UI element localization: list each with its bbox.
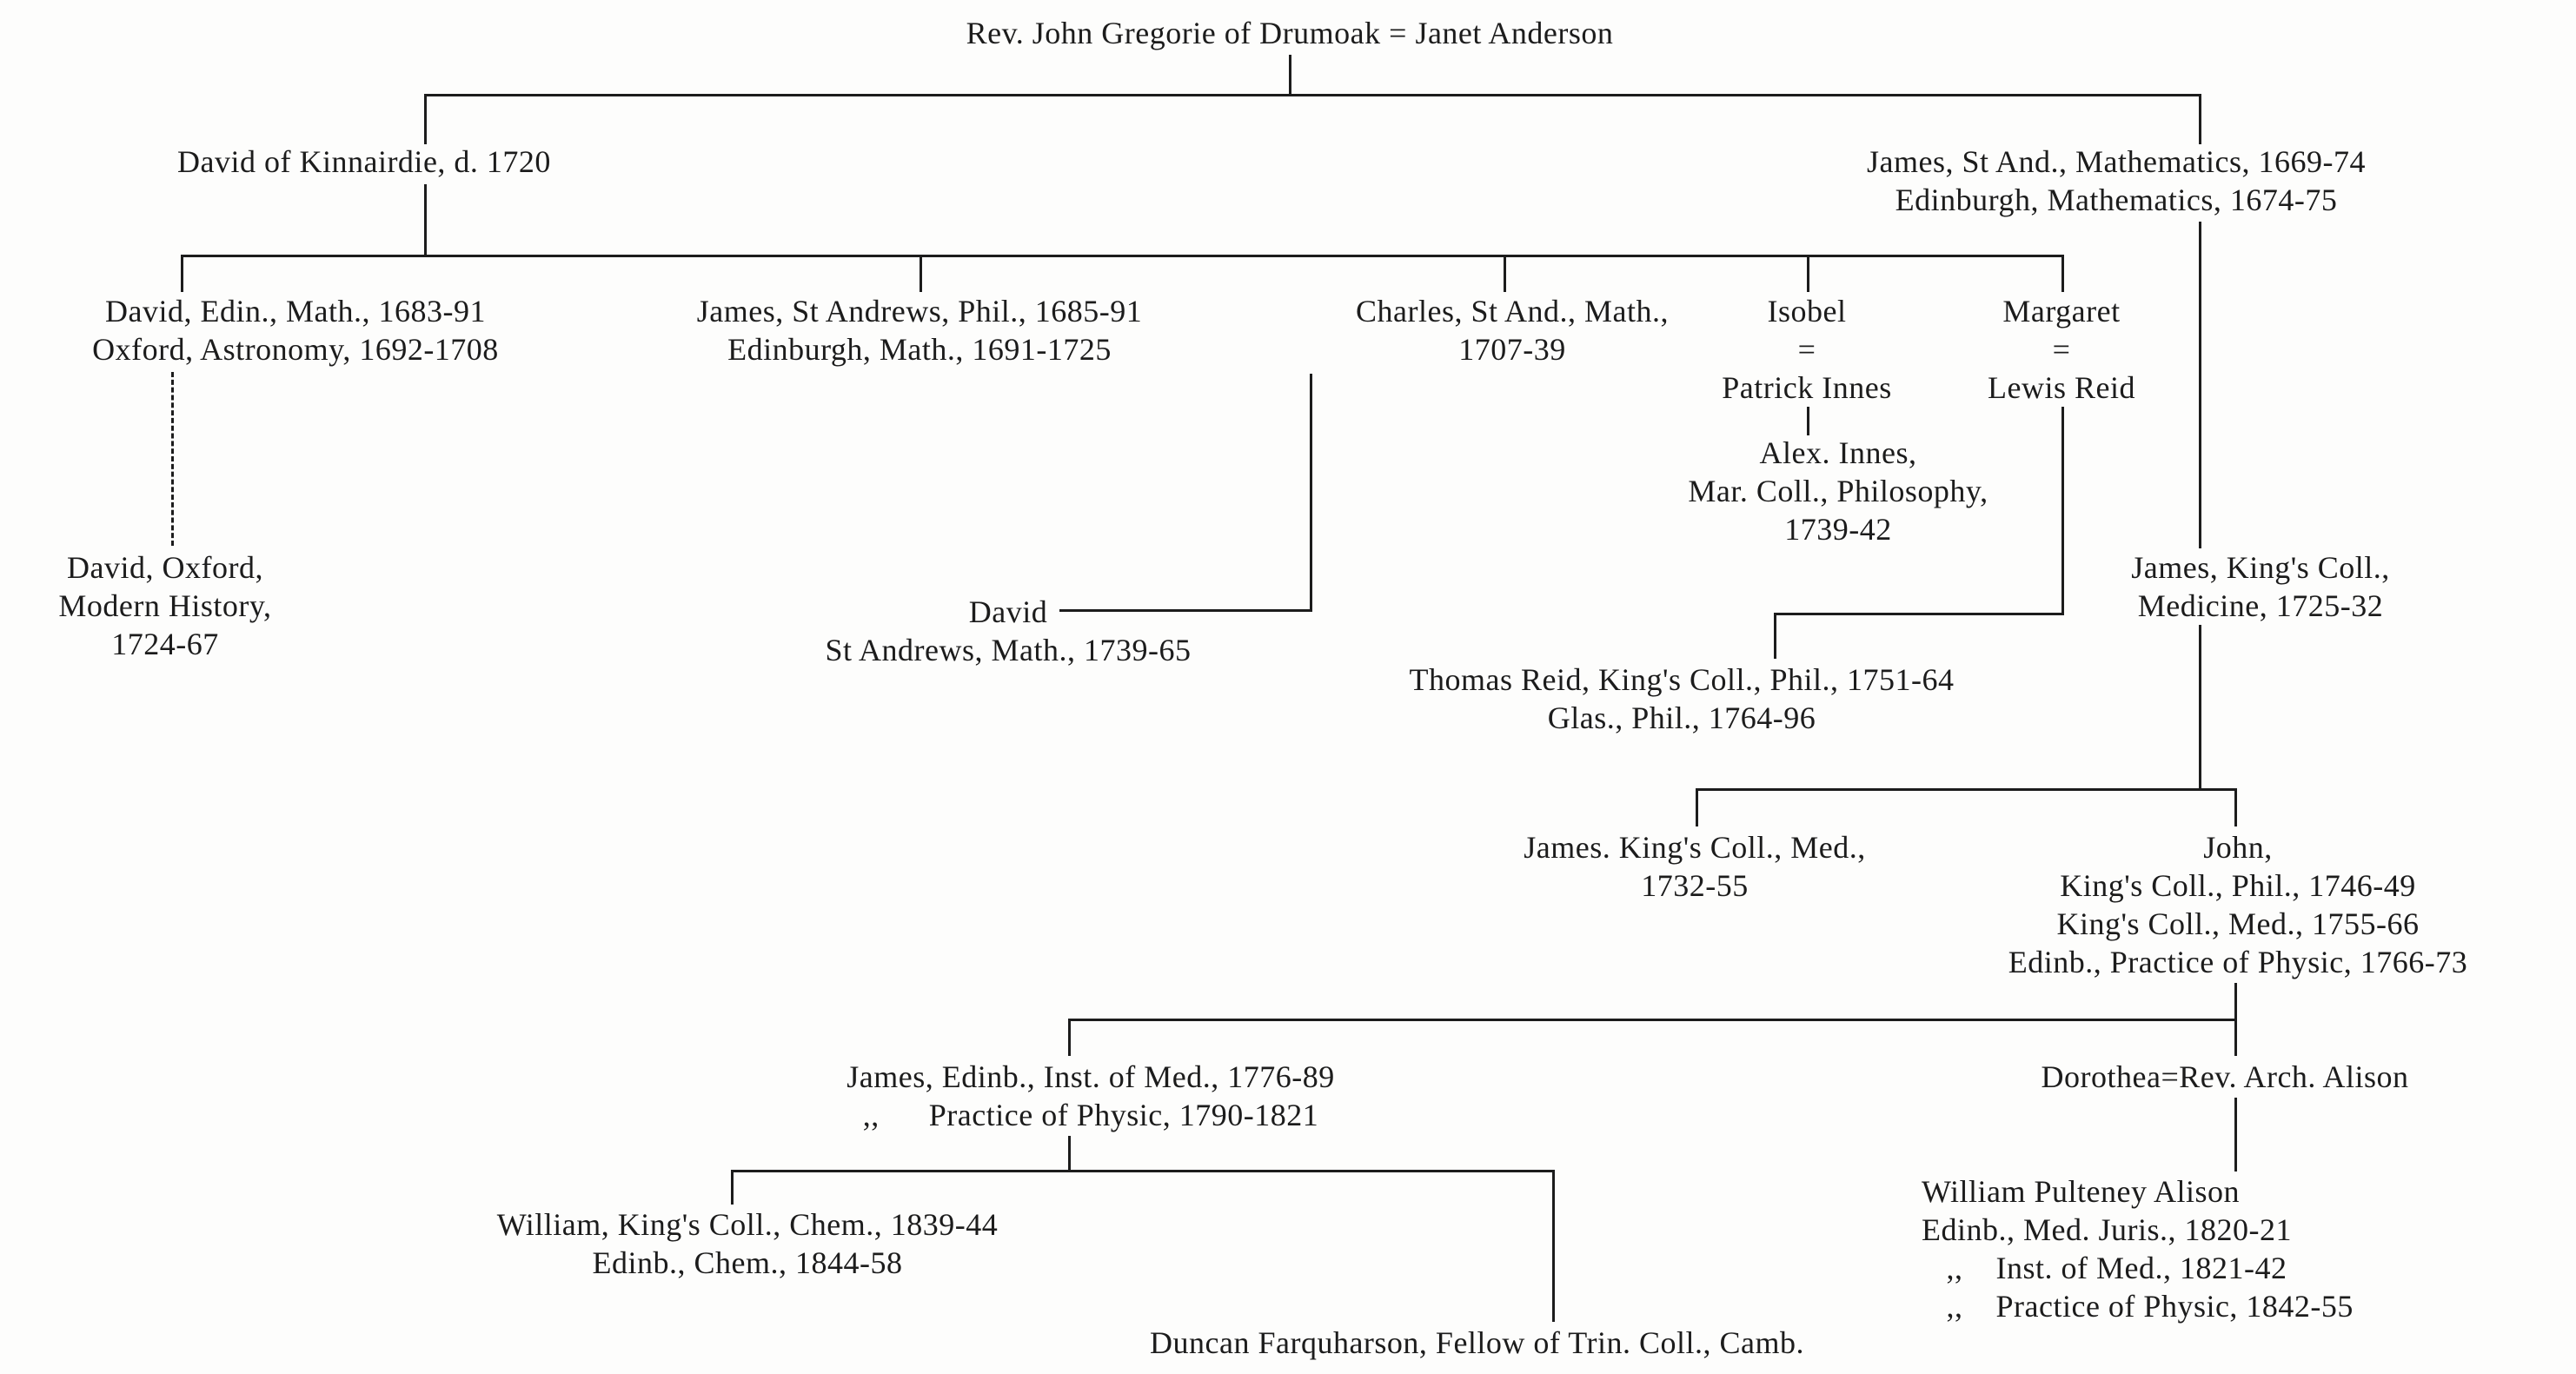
node-label: Edinb., Med. Juris., 1820-21: [1922, 1212, 2292, 1247]
connector-tick-james-edinb: [1068, 1019, 1071, 1056]
node-james-kings-medicine: James, King's Coll., Medicine, 1725-32: [2078, 548, 2443, 625]
node-label: Thomas Reid, King's Coll., Phil., 1751-6…: [1409, 662, 1955, 697]
connector-tick-duncan: [1552, 1170, 1555, 1322]
connector-tick-james-st-andrews: [920, 255, 922, 292]
node-label: Margaret: [2002, 294, 2121, 329]
node-label: James. King's Coll., Med.,: [1524, 830, 1866, 865]
node-james-edinb: James, Edinb., Inst. of Med., 1776-89 ,,…: [695, 1058, 1486, 1134]
connector-tick-david-edin: [181, 255, 183, 292]
connector-gen5-bar: [1068, 1019, 2237, 1021]
node-label: St Andrews, Math., 1739-65: [825, 633, 1192, 667]
connector-tick-charles: [1504, 255, 1506, 292]
node-label: King's Coll., Phil., 1746-49: [2060, 868, 2416, 903]
node-james-kings-med: James. King's Coll., Med., 1732-55: [1451, 828, 1938, 905]
node-label: Lewis Reid: [1988, 370, 2135, 405]
node-alex-innes: Alex. Innes, Mar. Coll., Philosophy, 173…: [1634, 434, 2042, 548]
node-james-st-andrews: James, St Andrews, Phil., 1685-91 Edinbu…: [624, 292, 1215, 368]
connector-drop-margaret: [2061, 407, 2064, 615]
node-label: Dorothea=Rev. Arch. Alison: [2041, 1059, 2409, 1094]
node-label: Glas., Phil., 1764-96: [1547, 700, 1816, 735]
node-label: James, Edinb., Inst. of Med., 1776-89: [846, 1059, 1335, 1094]
node-label: ,, Practice of Physic, 1842-55: [1922, 1289, 2354, 1324]
node-label: =: [1797, 332, 1816, 367]
node-label: William Pulteney Alison: [1922, 1174, 2241, 1209]
node-margaret: Margaret = Lewis Reid: [1931, 292, 2192, 407]
connector-drop-dorothea: [2234, 1098, 2237, 1172]
connector-drop-isobel: [1807, 407, 1809, 435]
connector-tick-john: [2234, 788, 2237, 826]
node-label: Mar. Coll., Philosophy,: [1688, 474, 1988, 508]
connector-gen6-bar: [731, 1170, 1555, 1172]
node-david-edin: David, Edin., Math., 1683-91 Oxford, Ast…: [35, 292, 556, 368]
node-william-pulteney-alison: William Pulteney Alison Edinb., Med. Jur…: [1922, 1172, 2495, 1325]
node-label: Medicine, 1725-32: [2137, 588, 2384, 623]
node-label: Oxford, Astronomy, 1692-1708: [92, 332, 499, 367]
connector-drop-david-edin-dashed: [171, 372, 174, 546]
node-label: James, King's Coll.,: [2131, 550, 2390, 585]
node-label: Modern History,: [58, 588, 272, 623]
connector-tick-margaret: [2061, 255, 2064, 292]
node-label: Charles, St And., Math.,: [1356, 294, 1669, 329]
node-david-oxford: David, Oxford, Modern History, 1724-67: [17, 548, 313, 663]
node-label: Edinb., Chem., 1844-58: [592, 1245, 903, 1280]
connector-trunk-james-st-and: [2199, 222, 2201, 791]
connector-tick-william-kings: [731, 1170, 734, 1205]
node-james-st-and: James, St And., Mathematics, 1669-74 Edi…: [1773, 143, 2460, 219]
node-label: Isobel: [1767, 294, 1847, 329]
node-charles: Charles, St And., Math., 1707-39: [1286, 292, 1738, 368]
node-label: Patrick Innes: [1722, 370, 1892, 405]
node-label: James, St And., Mathematics, 1669-74: [1867, 144, 2366, 179]
connector-elbow-david-st-andrews: [1059, 609, 1312, 612]
node-label: David, Oxford,: [67, 550, 263, 585]
node-david-st-andrews: David St Andrews, Math., 1739-65: [765, 593, 1251, 669]
connector-tick-james-st-and: [2199, 94, 2201, 144]
connector-tick-james-kings-med: [1696, 788, 1698, 826]
node-label: 1724-67: [111, 627, 219, 661]
node-label: William, King's Coll., Chem., 1839-44: [496, 1207, 999, 1242]
node-william-kings: William, King's Coll., Chem., 1839-44 Ed…: [417, 1205, 1078, 1282]
node-dorothea: Dorothea=Rev. Arch. Alison: [1955, 1058, 2494, 1096]
connector-drop-charles: [1310, 374, 1312, 612]
connector-gen2-bar: [424, 94, 2201, 96]
node-label: David, Edin., Math., 1683-91: [105, 294, 486, 329]
node-label: David: [968, 594, 1048, 629]
node-duncan-farquharson: Duncan Farquharson, Fellow of Trin. Coll…: [1150, 1324, 2106, 1362]
node-label: David of Kinnairdie, d. 1720: [177, 144, 551, 179]
node-label: Edinb., Practice of Physic, 1766-73: [2008, 945, 2468, 979]
node-david-kinnairdie: David of Kinnairdie, d. 1720: [177, 143, 716, 181]
node-label: ,, Inst. of Med., 1821-42: [1922, 1251, 2287, 1285]
node-isobel: Isobel = Patrick Innes: [1676, 292, 1937, 407]
node-rev-john-gregorie: Rev. John Gregorie of Drumoak = Janet An…: [768, 14, 1811, 52]
node-john: John, King's Coll., Phil., 1746-49 King'…: [1964, 828, 2512, 981]
node-thomas-reid: Thomas Reid, King's Coll., Phil., 1751-6…: [1330, 660, 2034, 737]
node-label: 1739-42: [1784, 512, 1892, 547]
connector-tick-isobel: [1807, 255, 1809, 292]
node-label: Edinburgh, Math., 1691-1725: [727, 332, 1112, 367]
node-label: Alex. Innes,: [1759, 435, 1917, 470]
connector-gen4-bar: [1696, 788, 2237, 791]
node-label: John,: [2203, 830, 2273, 865]
connector-bracket-thomas-reid: [1774, 613, 2064, 615]
connector-tick-dorothea: [2234, 1019, 2237, 1056]
node-label: King's Coll., Med., 1755-66: [2056, 906, 2420, 941]
node-label: =: [2052, 332, 2071, 367]
node-label: Edinburgh, Mathematics, 1674-75: [1895, 183, 2338, 217]
node-label: ,, Practice of Physic, 1790-1821: [862, 1098, 1319, 1132]
node-label: Rev. John Gregorie of Drumoak = Janet An…: [966, 16, 1614, 50]
connector-root-drop: [1289, 55, 1291, 94]
node-label: Duncan Farquharson, Fellow of Trin. Coll…: [1150, 1325, 1804, 1360]
connector-gen3-bar: [181, 255, 2064, 257]
connector-tick-thomas-reid: [1774, 613, 1776, 659]
node-label: 1732-55: [1641, 868, 1749, 903]
connector-drop-john: [2234, 983, 2237, 1021]
node-label: James, St Andrews, Phil., 1685-91: [696, 294, 1143, 329]
connector-drop-david-kinnairdie: [424, 184, 427, 255]
connector-tick-david-kinnairdie: [424, 94, 427, 144]
connector-drop-james-edinb: [1068, 1136, 1071, 1172]
node-label: 1707-39: [1458, 332, 1566, 367]
